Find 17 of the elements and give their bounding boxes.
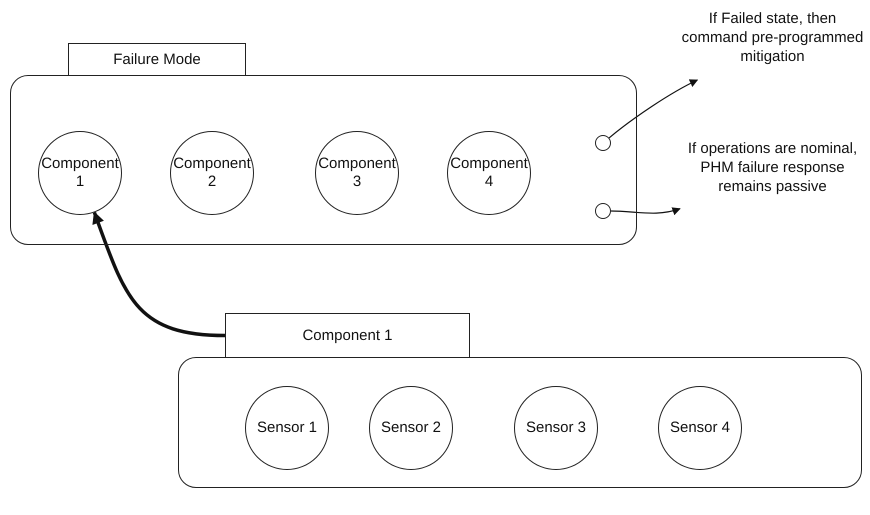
- component-circle: Sensor 3: [514, 386, 598, 470]
- component-circle: Component 2: [170, 131, 254, 215]
- note-text: If Failed state, then command pre-programmed mitigation: [680, 10, 865, 80]
- component-circle: Component 3: [315, 131, 399, 215]
- component-circle: Component 4: [447, 131, 531, 215]
- indicator-circle: [595, 203, 611, 219]
- group-title: Failure Mode: [68, 43, 246, 76]
- group-title: Component 1: [225, 313, 470, 358]
- component-circle: Sensor 4: [658, 386, 742, 470]
- arrow: [608, 79, 698, 138]
- arrow: [610, 206, 681, 215]
- component-circle: Component 1: [38, 131, 122, 215]
- note-text: If operations are nominal, PHM failure response remains passive: [680, 140, 865, 210]
- arrow: [92, 211, 226, 338]
- component-circle: Sensor 2: [369, 386, 453, 470]
- component-circle: Sensor 1: [245, 386, 329, 470]
- indicator-circle: [595, 135, 611, 151]
